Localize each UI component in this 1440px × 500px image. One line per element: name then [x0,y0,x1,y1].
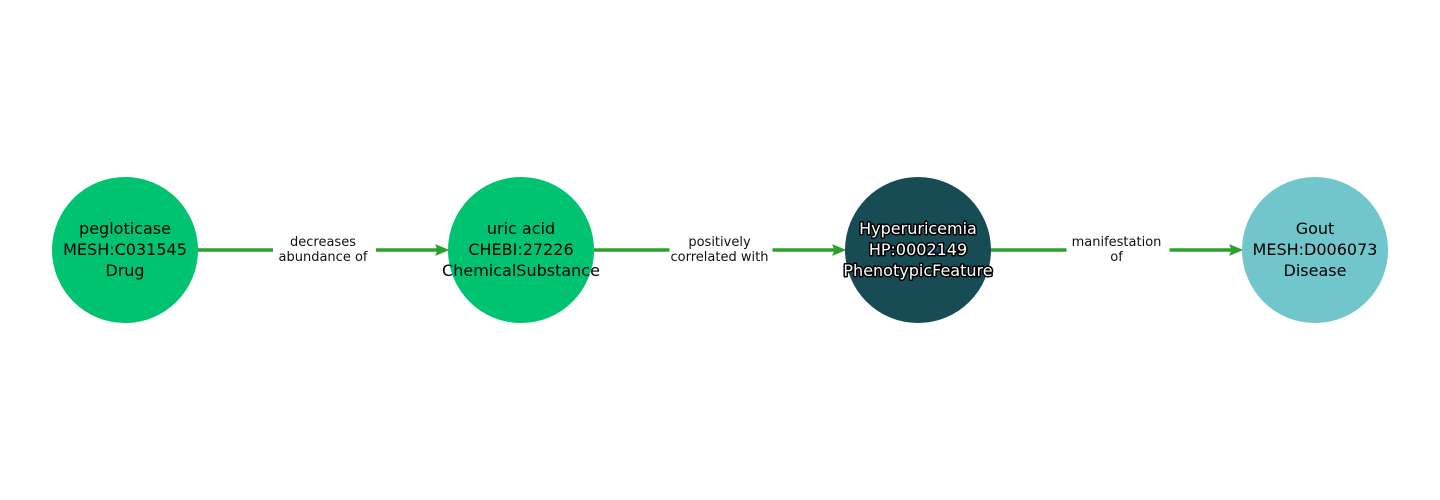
node-id: MESH:D006073 [1253,240,1378,259]
edge-label: correlated with [671,250,769,265]
node-category: Drug [105,261,144,280]
node-circle[interactable] [52,177,198,323]
node-circle[interactable] [845,177,991,323]
arrowhead-icon [832,244,847,256]
node-name: Gout [1296,219,1335,238]
edge-label: abundance of [279,250,368,265]
arrowhead-icon [1229,244,1244,256]
edge-label: manifestation [1072,235,1162,250]
node-id: CHEBI:27226 [468,240,573,259]
node-category: ChemicalSubstance [442,261,600,280]
node-circle[interactable] [448,177,594,323]
arrowhead-icon [435,244,450,256]
node-name: Hyperuricemia [859,219,977,238]
node-id: MESH:C031545 [63,240,187,259]
edge-label: of [1110,250,1123,265]
node-name: uric acid [487,219,555,238]
edge-label: decreases [290,235,356,250]
node-id: HP:0002149 [869,240,967,259]
node-name: pegloticase [79,219,171,238]
node-circle[interactable] [1242,177,1388,323]
node-category: Disease [1284,261,1347,280]
edge-label: positively [688,235,751,250]
node-category: PhenotypicFeature [843,261,992,280]
